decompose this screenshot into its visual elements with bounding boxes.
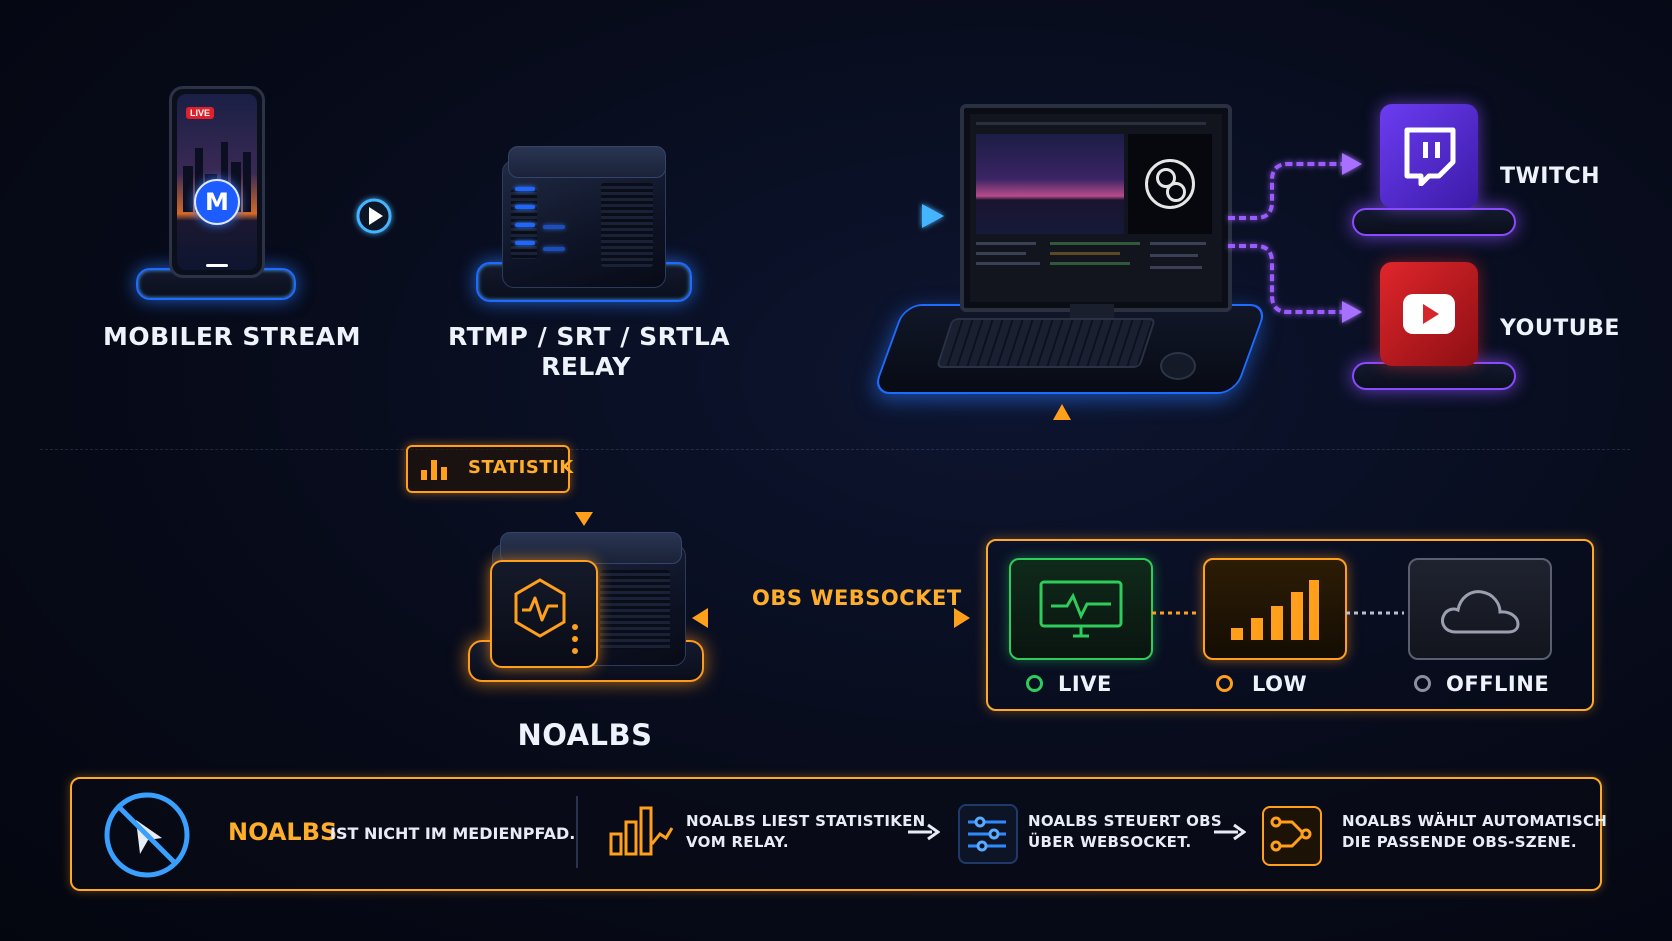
label-youtube: YOUTUBE bbox=[1500, 316, 1620, 341]
statistik-tag: STATISTIK bbox=[406, 445, 573, 493]
state-dot-live bbox=[1026, 675, 1043, 692]
app-logo-icon: M bbox=[194, 179, 240, 225]
noalbs-server-top bbox=[500, 532, 682, 564]
label-noalbs: NOALBS bbox=[517, 718, 653, 752]
twitch-logo-icon bbox=[1380, 104, 1478, 208]
state-card-offline bbox=[1408, 558, 1552, 660]
monitor-waveform-icon bbox=[1039, 580, 1123, 638]
arrow-right-icon bbox=[908, 823, 940, 841]
obs-websocket-label: OBS WEBSOCKET bbox=[752, 586, 962, 610]
label-mobile-stream: MOBILER STREAM bbox=[102, 322, 362, 351]
waveform-hex-icon bbox=[514, 578, 566, 638]
phone-pedestal bbox=[136, 268, 296, 300]
footer-not-in-path: IST NICHT IM MEDIENPFAD. bbox=[330, 824, 576, 843]
state-label-low: LOW bbox=[1252, 672, 1308, 696]
arrow-right-icon-2 bbox=[1214, 823, 1246, 841]
relay-server bbox=[502, 160, 666, 288]
cloud-icon bbox=[1441, 590, 1520, 634]
label-twitch: TWITCH bbox=[1500, 164, 1601, 189]
statistik-label: STATISTIK bbox=[468, 457, 574, 478]
noalbs-front-panel bbox=[490, 560, 598, 668]
arrow-pc-to-youtube bbox=[1228, 244, 1342, 314]
step1-line1: NOALBS LIEST STATISTIKEN bbox=[686, 812, 926, 830]
step2-line2: ÜBER WEBSOCKET. bbox=[1028, 833, 1192, 851]
twitch-pedestal bbox=[1352, 208, 1516, 236]
footer-noalbs-word: NOALBS bbox=[228, 818, 338, 846]
obs-logo-icon bbox=[1128, 134, 1212, 234]
step2-line1: NOALBS STEUERT OBS bbox=[1028, 812, 1222, 830]
scene-switch-icon bbox=[1262, 806, 1322, 866]
obs-monitor bbox=[960, 104, 1232, 312]
youtube-logo-icon bbox=[1380, 262, 1478, 366]
bar-chart-icon bbox=[421, 460, 447, 480]
phone-device: LIVE M bbox=[169, 86, 265, 278]
state-card-low bbox=[1203, 558, 1347, 660]
live-badge: LIVE bbox=[186, 107, 215, 119]
relay-server-top bbox=[508, 146, 666, 178]
chart-up-icon bbox=[609, 806, 674, 856]
step3-line2: DIE PASSENDE OBS-SZENE. bbox=[1342, 833, 1577, 851]
label-relay-line1: RTMP / SRT / SRTLA bbox=[448, 322, 731, 351]
label-relay-line2: RELAY bbox=[541, 352, 631, 381]
scene-states-panel bbox=[986, 539, 1594, 711]
info-bar bbox=[70, 777, 1602, 891]
footer-separator bbox=[576, 796, 578, 868]
state-label-live: LIVE bbox=[1058, 672, 1112, 696]
step1-line2: VOM RELAY. bbox=[686, 833, 789, 851]
signal-bars-icon bbox=[1231, 580, 1319, 640]
state-dot-offline bbox=[1414, 675, 1431, 692]
no-cursor-icon bbox=[104, 792, 190, 878]
state-label-offline: OFFLINE bbox=[1446, 672, 1550, 696]
mouse bbox=[1160, 352, 1196, 380]
section-divider bbox=[40, 449, 1630, 450]
arrow-pc-to-twitch bbox=[1228, 162, 1342, 220]
noalbs-vent bbox=[600, 570, 670, 650]
stream-preview bbox=[976, 134, 1124, 234]
home-indicator bbox=[206, 264, 228, 267]
state-dot-low bbox=[1216, 675, 1233, 692]
sliders-icon bbox=[958, 804, 1018, 864]
step3-line1: NOALBS WÄHLT AUTOMATISCH bbox=[1342, 812, 1608, 830]
state-card-live bbox=[1009, 558, 1153, 660]
